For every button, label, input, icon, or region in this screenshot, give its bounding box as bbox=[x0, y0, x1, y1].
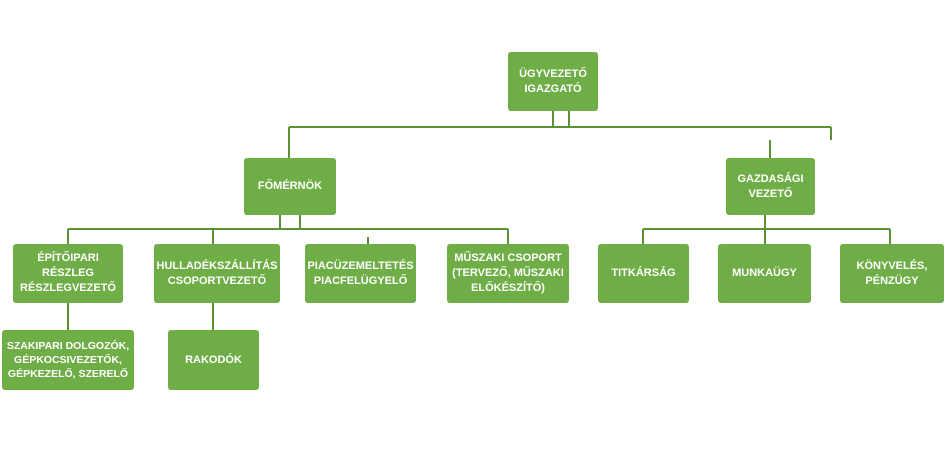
node-szakipari-dolgozok: SZAKIPARI DOLGOZÓK, GÉPKOCSIVEZETŐK, GÉP… bbox=[2, 330, 134, 390]
node-gazdasagi-vezeto: GAZDASÁGI VEZETŐ bbox=[726, 158, 815, 215]
node-konyveles-penzugy: KÖNYVELÉS, PÉNZÜGY bbox=[840, 244, 944, 303]
node-muszaki-csoport: MŰSZAKI CSOPORT (TERVEZŐ, MŰSZAKI ELŐKÉS… bbox=[447, 244, 569, 303]
node-fomernok: FŐMÉRNÖK bbox=[244, 158, 336, 215]
node-rakodok: RAKODÓK bbox=[168, 330, 259, 390]
node-munkaugy: MUNKAÜGY bbox=[718, 244, 811, 303]
node-hulladekszallitas: HULLADÉKSZÁLLÍTÁS CSOPORTVEZETŐ bbox=[154, 244, 280, 303]
node-epitoipari-reszleg: ÉPÍTŐIPARI RÉSZLEG RÉSZLEGVEZETŐ bbox=[13, 244, 123, 303]
node-ugyvezeto-igazgato: ÜGYVEZETŐ IGAZGATÓ bbox=[508, 52, 598, 111]
node-piacuzemeltetes: PIACÜZEMELTETÉS PIACFELÜGYELŐ bbox=[305, 244, 416, 303]
node-titkarsag: TITKÁRSÁG bbox=[598, 244, 689, 303]
